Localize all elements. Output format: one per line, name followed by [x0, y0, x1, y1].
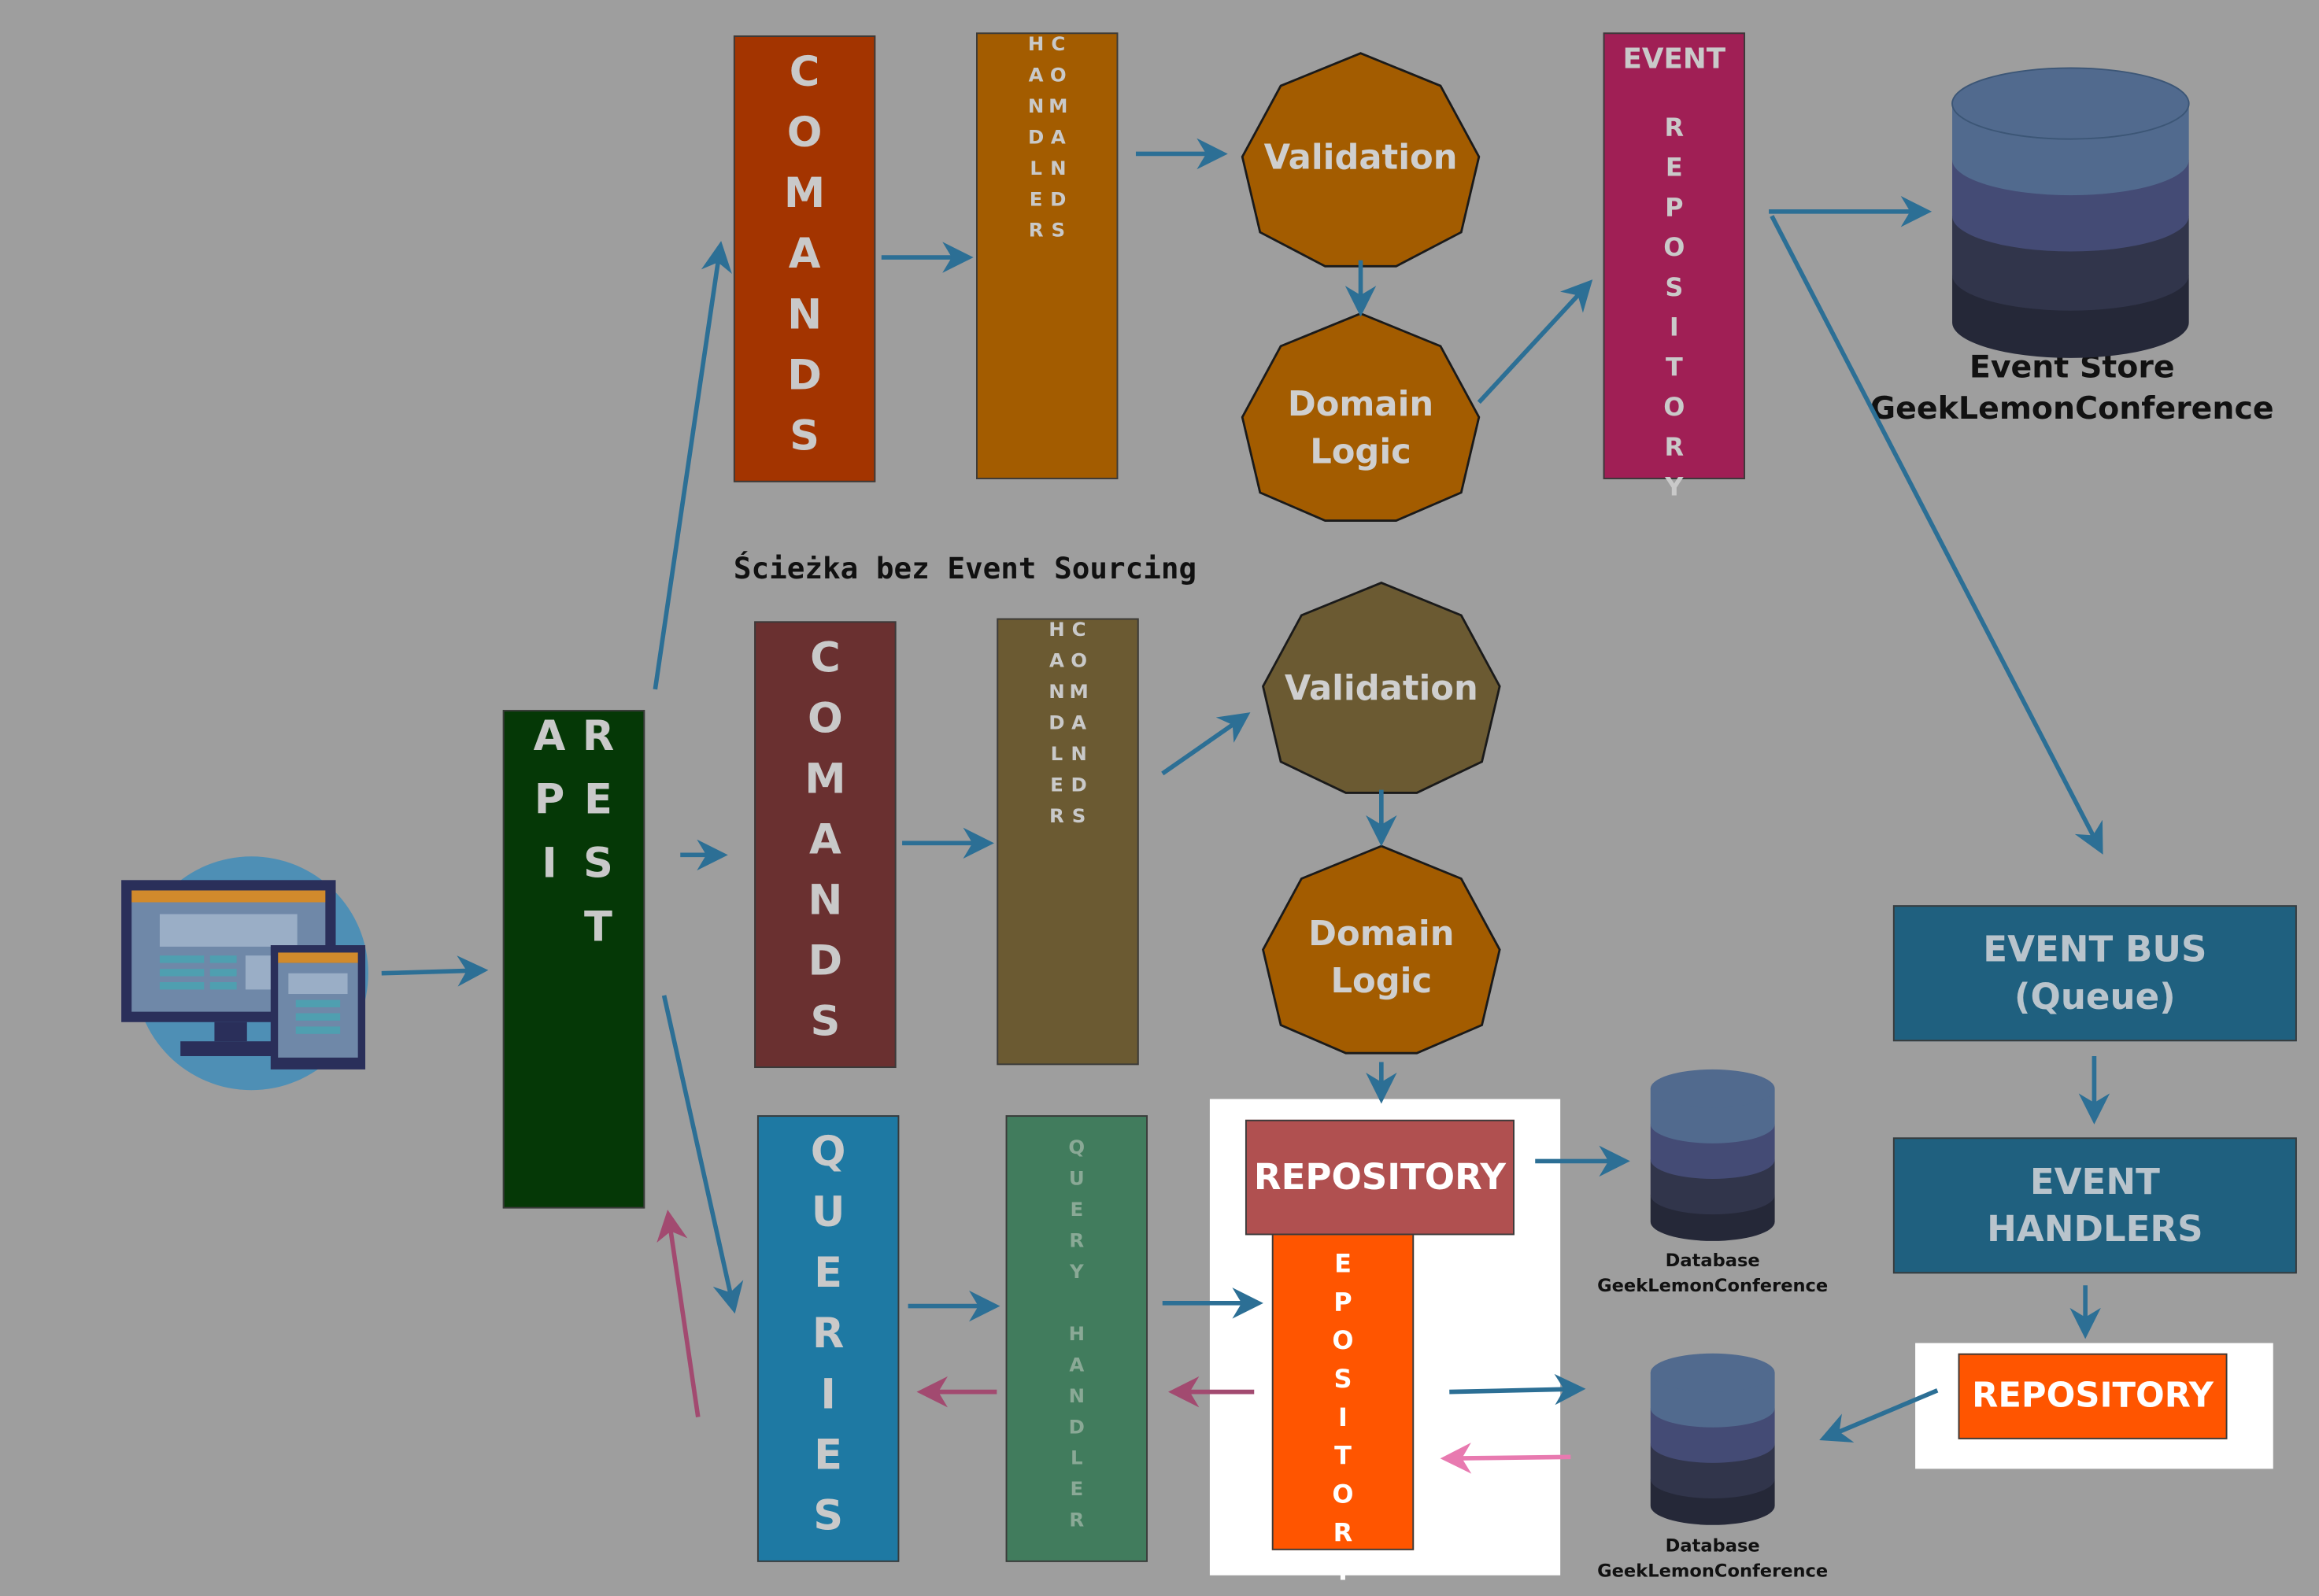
commands-box-top: COMANDS	[733, 35, 876, 482]
database-1-line1: Database	[1665, 1250, 1760, 1271]
queries-label: QUERIES	[804, 1126, 853, 1551]
commands-handler-label-mid: COMANDS HANDLER	[1045, 619, 1090, 837]
database-2-line2: GeekLemonConference	[1597, 1560, 1829, 1582]
arrow-repository-to-db2	[1449, 1373, 1586, 1406]
arrow-logic-to-event-repo	[1477, 279, 1593, 405]
database-icon-2	[1650, 1353, 1775, 1525]
database-1-line2: GeekLemonConference	[1597, 1275, 1829, 1296]
repository-vertical-box: EPOSITORY	[1271, 1233, 1415, 1596]
arrow-api-to-commands-top	[653, 241, 732, 690]
database-caption-2: Database GeekLemonConference	[1597, 1534, 1828, 1584]
rest-api-box: REST API	[502, 710, 645, 1209]
database-2-line1: Database	[1665, 1535, 1760, 1557]
commands-handler-box-top: COMANDS HANDLER	[976, 32, 1119, 479]
desktop-and-tablet-icon	[121, 856, 368, 1091]
arrow-handler-to-validation-mid	[1161, 712, 1251, 776]
event-side-repository-box: REPOSITORY	[1958, 1353, 2228, 1439]
query-handler-box: QUERY HANDLER	[1005, 1115, 1148, 1562]
client-device	[121, 855, 372, 1106]
repository-header-box: REPOSITORY	[1245, 1119, 1515, 1236]
validation-label-mid: Validation	[1284, 670, 1478, 709]
query-handler-label: QUERY HANDLER	[1065, 1136, 1088, 1541]
commands-label-top: COMANDS	[780, 46, 830, 471]
domain-logic-label-mid: Domain Logic	[1308, 915, 1455, 1002]
commands-handler-box-mid: COMANDS HANDLER	[997, 618, 1139, 1066]
blue-arrows	[381, 138, 2110, 1443]
validation-label-top: Validation	[1263, 139, 1458, 178]
commands-handler-label-top: COMANDS HANDLER	[1025, 34, 1070, 252]
commands-box-mid: COMANDS	[754, 621, 897, 1069]
domain-logic-shape-mid	[1262, 844, 1501, 1055]
repository-vertical-label: EPOSITORY	[1328, 1250, 1358, 1596]
arrow-event-repository-to-db2	[1819, 1388, 1939, 1443]
event-bus-box: EVENT BUS (Queue)	[1892, 905, 2297, 1042]
domain-logic-shape-top	[1241, 312, 1481, 523]
domain-logic-label-top: Domain Logic	[1287, 386, 1434, 472]
mid-path-heading: Ścieżka bez Event Sourcing	[733, 550, 1197, 586]
database-icon-1	[1650, 1069, 1775, 1241]
database-caption-1: Database GeekLemonConference	[1597, 1248, 1828, 1299]
rest-api-label: REST API	[524, 711, 623, 966]
queries-box: QUERIES	[756, 1115, 900, 1562]
event-handlers-box: EVENT HANDLERS	[1892, 1137, 2297, 1274]
arrow-api-to-queries	[661, 995, 744, 1314]
event-repository-title: EVENT	[1622, 42, 1726, 76]
arrow-queries-to-api-return	[656, 1210, 701, 1417]
commands-label-mid: COMANDS	[801, 632, 850, 1057]
event-store-line2: GeekLemonConference	[1870, 390, 2274, 427]
event-handlers-label: EVENT HANDLERS	[1987, 1161, 2203, 1251]
arrow-client-to-api	[381, 955, 489, 987]
event-repository-box: EVENT REPOSITORY	[1603, 32, 1746, 513]
arrow-event-repo-to-bus	[1770, 215, 2103, 855]
event-repository-label: REPOSITORY	[1659, 113, 1689, 514]
repository-header-label: REPOSITORY	[1253, 1156, 1507, 1199]
event-side-repository-label: REPOSITORY	[1972, 1376, 2214, 1416]
event-bus-label: EVENT BUS (Queue)	[1983, 929, 2207, 1018]
pink-arrows	[656, 1210, 1255, 1417]
event-store-database-icon	[1951, 67, 2190, 358]
arrow-db2-to-repository-return	[1440, 1443, 1571, 1474]
